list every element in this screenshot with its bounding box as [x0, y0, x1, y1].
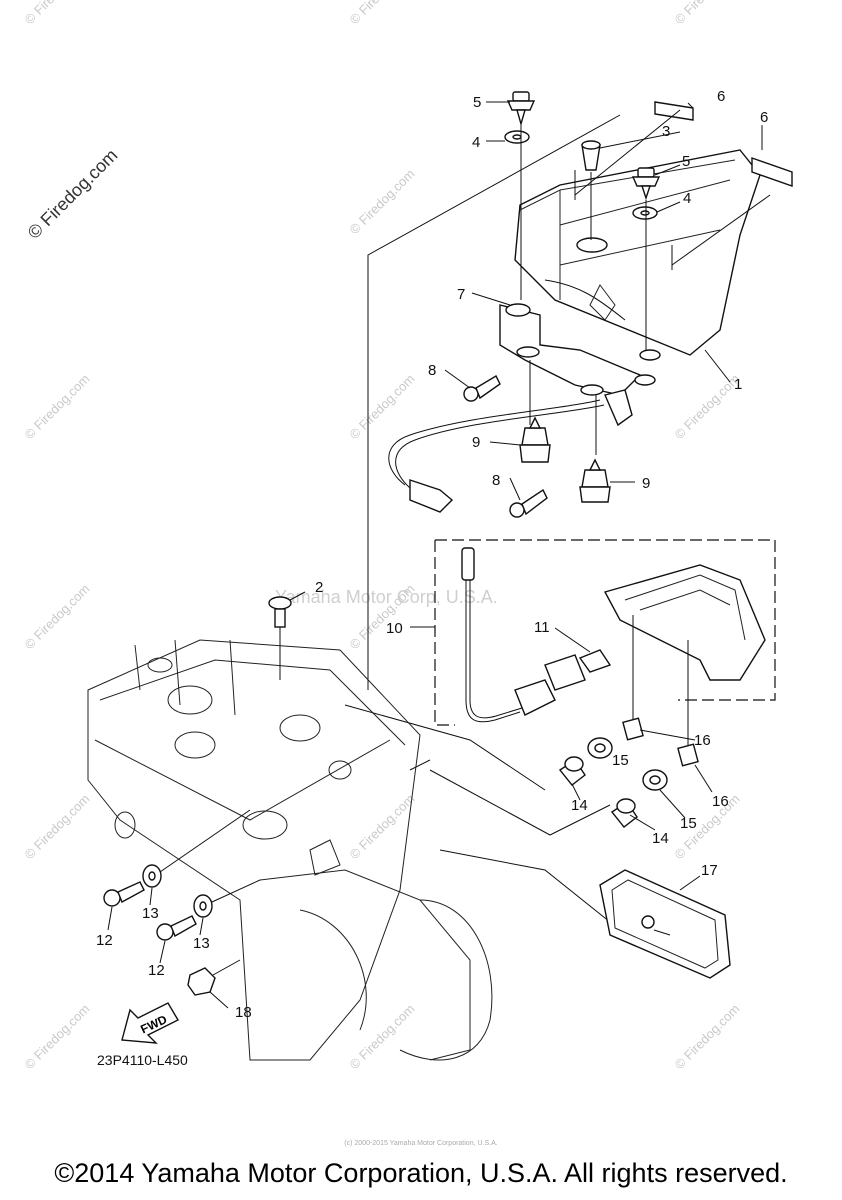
callout-11: 11 [534, 619, 550, 636]
nut-18[interactable] [187, 967, 216, 996]
callout-9: 9 [472, 434, 480, 451]
pad-6a[interactable] [654, 101, 694, 121]
screw-8a[interactable] [463, 375, 501, 402]
watermark: © Firedog.com [347, 0, 418, 27]
watermark: © Firedog.com [22, 791, 93, 862]
callout-labels: 5 4 6 6 3 5 4 7 8 1 9 8 9 2 10 11 16 15 … [96, 88, 768, 1021]
watermark: © Firedog.com [672, 371, 743, 442]
diagram-code: 23P4110-L450 [97, 1052, 188, 1068]
callout-3: 3 [662, 123, 670, 140]
nut-16a[interactable] [622, 717, 644, 741]
center-watermark: Yamaha Motor Corp, U.S.A. [275, 587, 498, 607]
guide-lines [344, 114, 776, 931]
callout-13: 13 [142, 905, 159, 922]
fastener-lead-lines [159, 809, 261, 976]
clip-9a[interactable] [519, 416, 551, 463]
watermark: © Firedog.com [347, 166, 418, 237]
assembly-lines [520, 109, 771, 455]
callout-15: 15 [680, 815, 697, 832]
callout-17: 17 [701, 862, 718, 879]
watermark: © Firedog.com [22, 1001, 93, 1072]
callout-14: 14 [652, 830, 669, 847]
collar-14b[interactable] [610, 798, 638, 828]
watermark: © Firedog.com [347, 791, 418, 862]
copyright-notice: ©2014 Yamaha Motor Corporation, U.S.A. A… [54, 1158, 788, 1188]
collar[interactable] [581, 140, 601, 171]
callout-leaders [107, 101, 763, 1009]
watermark: © Firedog.com [347, 1001, 418, 1072]
washer-13b[interactable] [193, 894, 213, 918]
bolt-12b[interactable] [156, 915, 197, 941]
washer-13a[interactable] [142, 864, 162, 888]
callout-12: 12 [148, 962, 165, 979]
watermark: © Firedog.com [347, 371, 418, 442]
callout-6: 6 [717, 88, 725, 105]
callout-12: 12 [96, 932, 113, 949]
bolt-12a[interactable] [103, 881, 145, 907]
collar-14a[interactable] [558, 756, 586, 786]
callout-18: 18 [235, 1004, 252, 1021]
grommet-15b[interactable] [642, 769, 668, 791]
fine-print: (c) 2000-2015 Yamaha Motor Corporation, … [344, 1140, 498, 1147]
rear-fender [87, 639, 493, 1061]
callout-15: 15 [612, 752, 629, 769]
callout-10: 10 [386, 620, 403, 637]
callout-7: 7 [457, 286, 465, 303]
bolt-2[interactable] [268, 596, 292, 680]
license-light-assembly[interactable] [461, 547, 766, 723]
callout-13: 13 [193, 935, 210, 952]
watermark: © Firedog.com [22, 371, 93, 442]
callout-5: 5 [682, 153, 690, 170]
watermark: © Firedog.com [22, 0, 93, 27]
screw-5a[interactable] [506, 91, 536, 127]
callout-2: 2 [315, 579, 323, 596]
screw-8b[interactable] [509, 488, 548, 518]
watermark: © Firedog.com [22, 581, 93, 652]
callout-8: 8 [492, 472, 500, 489]
callout-8: 8 [428, 362, 436, 379]
watermark: © Firedog.com [672, 0, 743, 27]
grommet-15a[interactable] [587, 737, 613, 759]
callout-1: 1 [734, 376, 742, 393]
callout-5: 5 [473, 94, 481, 111]
washer-4a[interactable] [504, 130, 530, 144]
forward-arrow-icon: FWD [121, 1002, 179, 1044]
watermark: © Firedog.com [672, 1001, 743, 1072]
license-gasket[interactable] [599, 869, 731, 979]
screw-5b[interactable] [631, 167, 661, 201]
callout-6: 6 [760, 109, 768, 126]
pad-6b[interactable] [751, 157, 793, 187]
callout-14: 14 [571, 797, 588, 814]
callout-4: 4 [683, 190, 691, 207]
washer-4b[interactable] [632, 206, 658, 220]
callout-16: 16 [694, 732, 711, 749]
bulb[interactable] [578, 649, 612, 673]
callout-4: 4 [472, 134, 480, 151]
bracket[interactable] [499, 303, 656, 427]
callout-9: 9 [642, 475, 650, 492]
tail-light-wire [388, 399, 605, 513]
clip-9b[interactable] [579, 458, 611, 503]
nut-16b[interactable] [677, 743, 699, 767]
callout-16: 16 [712, 793, 729, 810]
watermark: © Firedog.com [24, 145, 122, 243]
